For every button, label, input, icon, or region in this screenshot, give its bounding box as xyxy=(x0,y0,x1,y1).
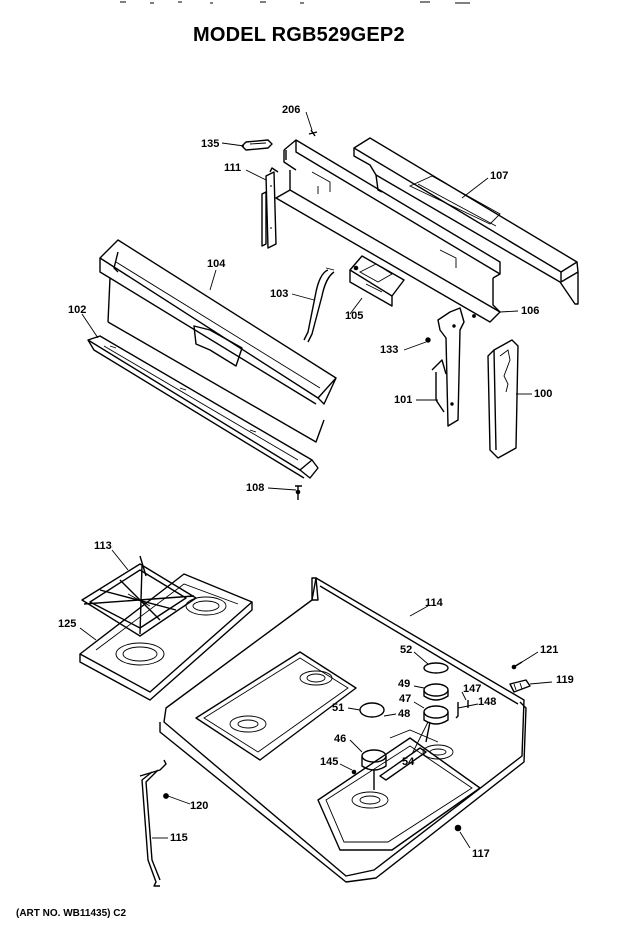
part-label-46: 46 xyxy=(334,733,347,745)
part-label-119: 119 xyxy=(556,674,574,686)
part-label-51: 51 xyxy=(332,702,345,714)
leader-lines xyxy=(79,111,553,849)
side-hinge-101 xyxy=(431,307,465,427)
part-label-115: 115 xyxy=(170,832,188,844)
part-label-105: 105 xyxy=(345,310,364,322)
end-cap-100 xyxy=(487,339,519,459)
clock-timer-105 xyxy=(349,255,405,307)
part-label-111: 111 xyxy=(224,162,242,174)
control-panel-cover-107 xyxy=(353,137,579,305)
part-label-108: 108 xyxy=(246,482,265,494)
part-label-148: 148 xyxy=(478,696,497,708)
part-label-145: 145 xyxy=(320,756,339,768)
part-label-121: 121 xyxy=(540,644,559,656)
model-title: MODEL RGB529GEP2 xyxy=(193,24,405,46)
part-label-114: 114 xyxy=(425,597,443,609)
part-label-101: 101 xyxy=(394,394,413,406)
hardware-121-119 xyxy=(509,661,531,693)
top-scan-artifacts xyxy=(120,1,470,4)
part-label-103: 103 xyxy=(270,288,289,300)
part-label-125: 125 xyxy=(58,618,77,630)
part-label-206: 206 xyxy=(282,104,301,116)
cooktop-114 xyxy=(159,577,527,883)
manifold-panel-104 xyxy=(99,239,337,443)
part-label-117: 117 xyxy=(472,848,490,860)
backguard-panel-106 xyxy=(275,139,501,323)
part-label-113: 113 xyxy=(94,540,112,552)
part-label-100: 100 xyxy=(534,388,553,400)
burner-grate-113 xyxy=(81,555,197,637)
part-label-107: 107 xyxy=(490,170,509,182)
part-label-49: 49 xyxy=(398,678,411,690)
wire-harness-103 xyxy=(303,267,335,343)
part-label-133: 133 xyxy=(380,344,399,356)
part-label-47: 47 xyxy=(399,693,412,705)
part-label-52: 52 xyxy=(400,644,413,656)
part-label-147: 147 xyxy=(463,683,482,695)
part-label-48: 48 xyxy=(398,708,411,720)
part-label-104: 104 xyxy=(207,258,226,270)
part-label-54: 54 xyxy=(402,756,415,768)
lower-trim-102 xyxy=(87,335,319,479)
art-number: (ART NO. WB11435) C2 xyxy=(16,908,127,919)
part-label-106: 106 xyxy=(521,305,540,317)
screw-206 xyxy=(308,129,318,137)
part-label-102: 102 xyxy=(68,304,87,316)
part-label-120: 120 xyxy=(190,800,209,812)
drip-pan-tray-125 xyxy=(79,573,253,701)
clip-135 xyxy=(241,139,273,151)
side-bracket-111 xyxy=(261,167,279,249)
rod-assembly-115 xyxy=(139,759,462,887)
screw-108 xyxy=(295,485,302,500)
part-label-135: 135 xyxy=(201,138,220,150)
screw-133 xyxy=(425,337,431,343)
